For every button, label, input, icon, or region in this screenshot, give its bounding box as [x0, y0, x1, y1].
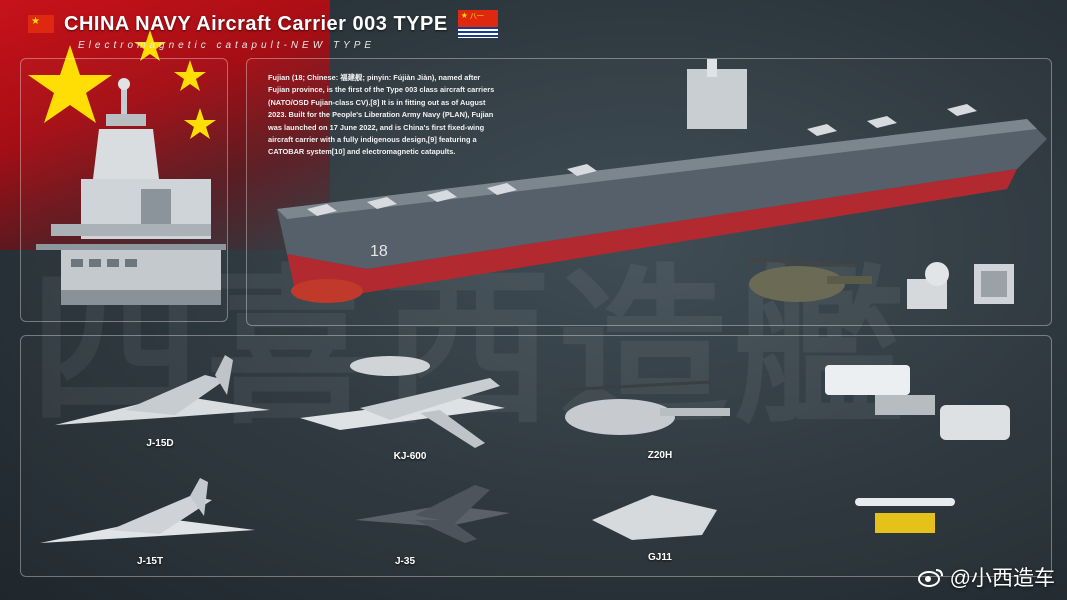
aircraft-label-kj600: KJ-600 [393, 451, 427, 462]
aircraft-label-j35: J-35 [394, 556, 415, 567]
page-title: CHINA NAVY Aircraft Carrier 003 TYPE [64, 12, 448, 35]
aircraft-label-j15t: J-15T [136, 556, 164, 567]
z20h-illustration [559, 380, 730, 435]
credit-text: @小西造车 [949, 567, 1055, 590]
weibo-icon [917, 569, 943, 587]
missile-loader-illustration [855, 498, 955, 533]
island-panel [20, 58, 228, 322]
flag-stars [28, 30, 216, 139]
kj600-illustration [300, 356, 505, 448]
aircraft-label-z20h: Z20H [647, 450, 673, 461]
credit: @小西造车 [917, 562, 1055, 592]
ship-panel [246, 58, 1052, 326]
j15d-illustration [55, 355, 270, 425]
navy-flag-icon: ★八一 [457, 10, 498, 38]
aircraft-label-gj11: GJ11 [648, 552, 672, 563]
j15t-illustration [40, 478, 255, 543]
hull-number: 18 [370, 243, 388, 260]
page-subtitle: Electromagnetic catapult-NEW TYPE [78, 40, 376, 51]
navy-flag-text: 八一 [469, 13, 484, 20]
header: ★ CHINA NAVY Aircraft Carrier 003 TYPE ★… [28, 10, 498, 51]
j35-illustration [355, 485, 510, 543]
helicopter-z20-illustration [746, 257, 872, 302]
carrier-illustration [277, 59, 1047, 303]
china-flag-icon: ★ [28, 15, 54, 33]
island-illustration [36, 78, 226, 305]
hull-number-label: 18 [370, 243, 388, 260]
radar-array-illustration [974, 264, 1014, 304]
ciws-turret-illustration [907, 262, 949, 309]
carrier-description: Fujian (18; Chinese: 福建舰; pinyin: Fújiàn… [268, 73, 495, 157]
ground-vehicles-illustration [825, 365, 1010, 440]
gj11-illustration [592, 495, 717, 540]
aircraft-panel [20, 335, 1052, 577]
aircraft-label-j15d: J-15D [146, 438, 174, 449]
